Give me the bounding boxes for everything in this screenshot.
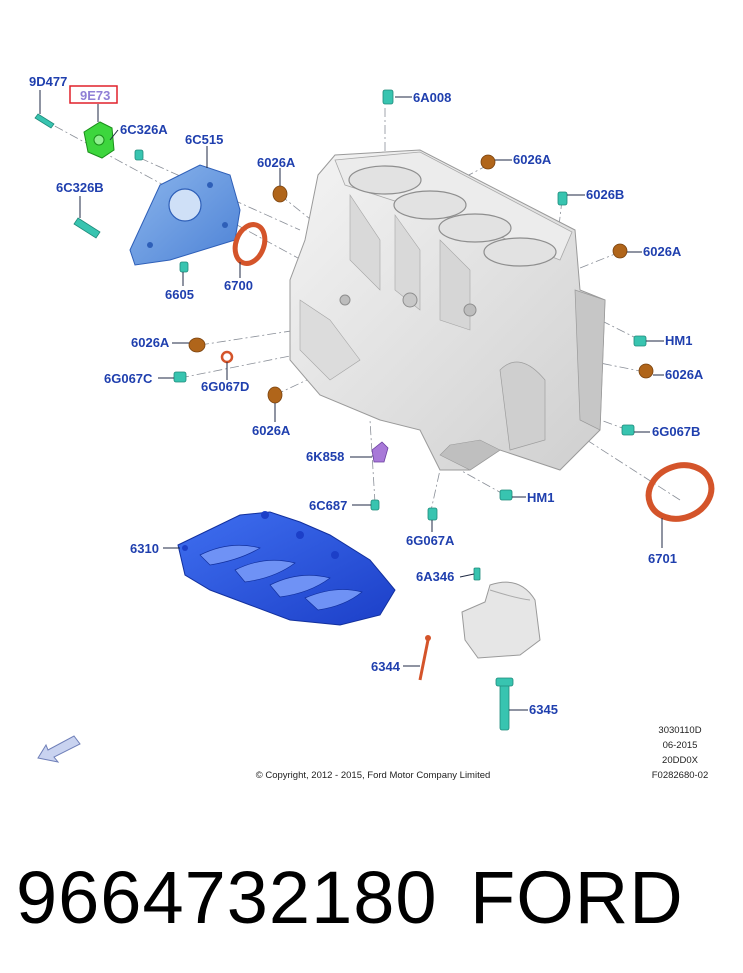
misc-parts [371, 441, 431, 681]
highlight-box [69, 85, 118, 104]
cylinder-block [289, 149, 606, 471]
callout-6701: 6701 [648, 551, 677, 566]
callout-6700: 6700 [224, 278, 253, 293]
callout-9e73: 9E73 [80, 88, 110, 103]
callout-hm1-2: HM1 [527, 490, 554, 505]
callout-6026a-1: 6026A [257, 155, 296, 170]
plugs [188, 154, 654, 404]
oil-pump-part [83, 121, 115, 159]
main-bearing-cap [461, 581, 541, 659]
callout-6344: 6344 [371, 659, 401, 674]
lower-crankcase [177, 511, 396, 626]
brand-name: FORD [470, 856, 684, 939]
callout-6026a-3: 6026A [643, 244, 682, 259]
callout-6k858: 6K858 [306, 449, 344, 464]
copyright-notice: © Copyright, 2012 - 2015, Ford Motor Com… [256, 770, 491, 781]
callout-6a346: 6A346 [416, 569, 454, 584]
drawing-info: 3030110D 06-2015 20DD0X F0282680-02 © Co… [256, 725, 709, 781]
callout-6c687: 6C687 [309, 498, 347, 513]
bolts [34, 89, 647, 731]
callout-6605: 6605 [165, 287, 194, 302]
seals [220, 222, 715, 522]
callout-6026a-2: 6026A [513, 152, 552, 167]
callout-6g067a: 6G067A [406, 533, 455, 548]
front-arrow-icon [37, 735, 81, 763]
callout-9d477: 9D477 [29, 74, 67, 89]
callout-6026a-4: 6026A [131, 335, 170, 350]
drawing-date: 06-2015 [663, 740, 698, 751]
drawing-code: 3030110D [658, 725, 701, 736]
drawing-code-2: 20DD0X [662, 755, 699, 766]
callout-6g067c: 6G067C [104, 371, 153, 386]
callout-6026a-5: 6026A [252, 423, 291, 438]
callout-6c326b: 6C326B [56, 180, 104, 195]
rear-oil-seal-retainer [129, 164, 241, 266]
callout-6026a-6: 6026A [665, 367, 704, 382]
callout-6c515: 6C515 [185, 132, 223, 147]
parts-diagram: 9D477 9E73 6C326A 6C515 6C326B 6605 6700… [29, 74, 715, 781]
drawing-code-3: F0282680-02 [652, 770, 709, 781]
callout-hm1-1: HM1 [665, 333, 692, 348]
callout-6310: 6310 [130, 541, 159, 556]
leader-lines [39, 90, 664, 711]
callout-6g067d: 6G067D [201, 379, 249, 394]
callout-6026b: 6026B [586, 187, 624, 202]
callout-labels: 9D477 9E73 6C326A 6C515 6C326B 6605 6700… [29, 74, 704, 717]
part-number: 9664732180 [16, 856, 438, 939]
callout-6c326a: 6C326A [120, 122, 168, 137]
bottom-caption: 9664732180 FORD [0, 848, 743, 948]
callout-6a008: 6A008 [413, 90, 451, 105]
callout-6345: 6345 [529, 702, 558, 717]
callout-6g067b: 6G067B [652, 424, 700, 439]
